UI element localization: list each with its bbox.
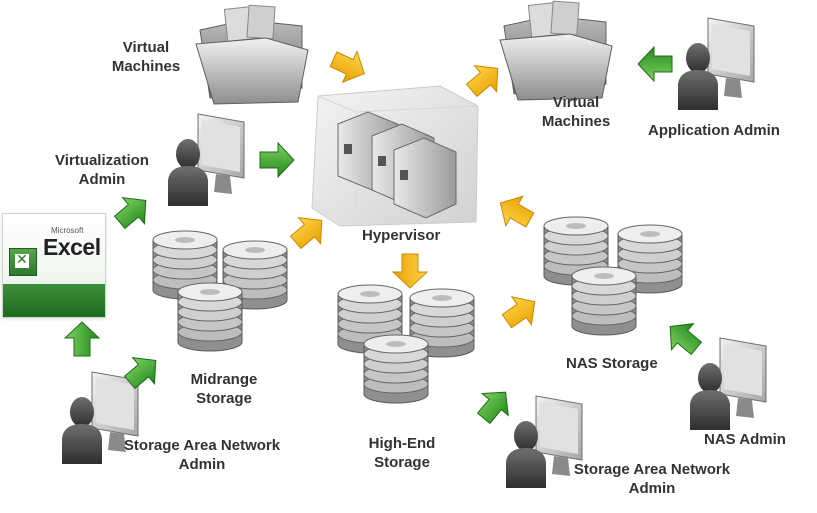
flow-arrow-highend-to-nas [496, 287, 545, 336]
midrange-storage-icon [152, 230, 288, 352]
highend-storage-label: High-End Storage [368, 435, 436, 471]
virtualization-admin-user-icon [167, 113, 245, 207]
vm-left-label: Virtual Machines [111, 39, 181, 75]
nas-admin-label: NAS Admin [704, 431, 786, 448]
excel-logo-icon: Microsoft Excel [2, 213, 106, 318]
midrange-storage-label: Midrange Storage [190, 371, 258, 407]
admin-arrow-virtualization-excel [108, 186, 158, 236]
vm-right-folder-icon [499, 0, 613, 101]
virtualization-admin-label: Virtualization Admin [55, 152, 149, 188]
flow-arrow-hypervisor-to-vm [460, 54, 510, 104]
excel-name-text: Excel [43, 234, 101, 260]
flow-arrow-nas-to-hypervisor [491, 187, 539, 236]
application-admin-user-icon [677, 17, 755, 111]
excel-brand-text: Microsoft [51, 226, 84, 235]
nas-admin-user-icon [689, 337, 767, 431]
admin-arrow-virtualization [259, 142, 295, 178]
san-admin-right-user-icon [505, 395, 583, 489]
flow-arrow-vm-to-hypervisor [325, 43, 372, 90]
nas-storage-label: NAS Storage [566, 355, 658, 372]
san-admin-right-label: Storage Area Network Admin [573, 461, 731, 497]
admin-arrow-san-to-highend [470, 380, 520, 430]
vm-left-folder-icon [195, 4, 309, 105]
admin-arrow-san-to-excel [64, 321, 100, 357]
admin-arrow-application [637, 46, 673, 82]
excel-x-icon [9, 248, 37, 276]
vm-right-label: Virtual Machines [541, 94, 611, 130]
flow-arrow-hypervisor-to-highend [392, 253, 428, 289]
san-admin-left-label: Storage Area Network Admin [123, 437, 281, 473]
hypervisor-label: Hypervisor [362, 227, 441, 244]
nas-storage-icon [543, 216, 683, 336]
highend-storage-icon [337, 284, 475, 404]
server-icon [337, 111, 457, 219]
admin-arrow-nas [658, 312, 708, 362]
application-admin-label: Application Admin [648, 122, 780, 139]
